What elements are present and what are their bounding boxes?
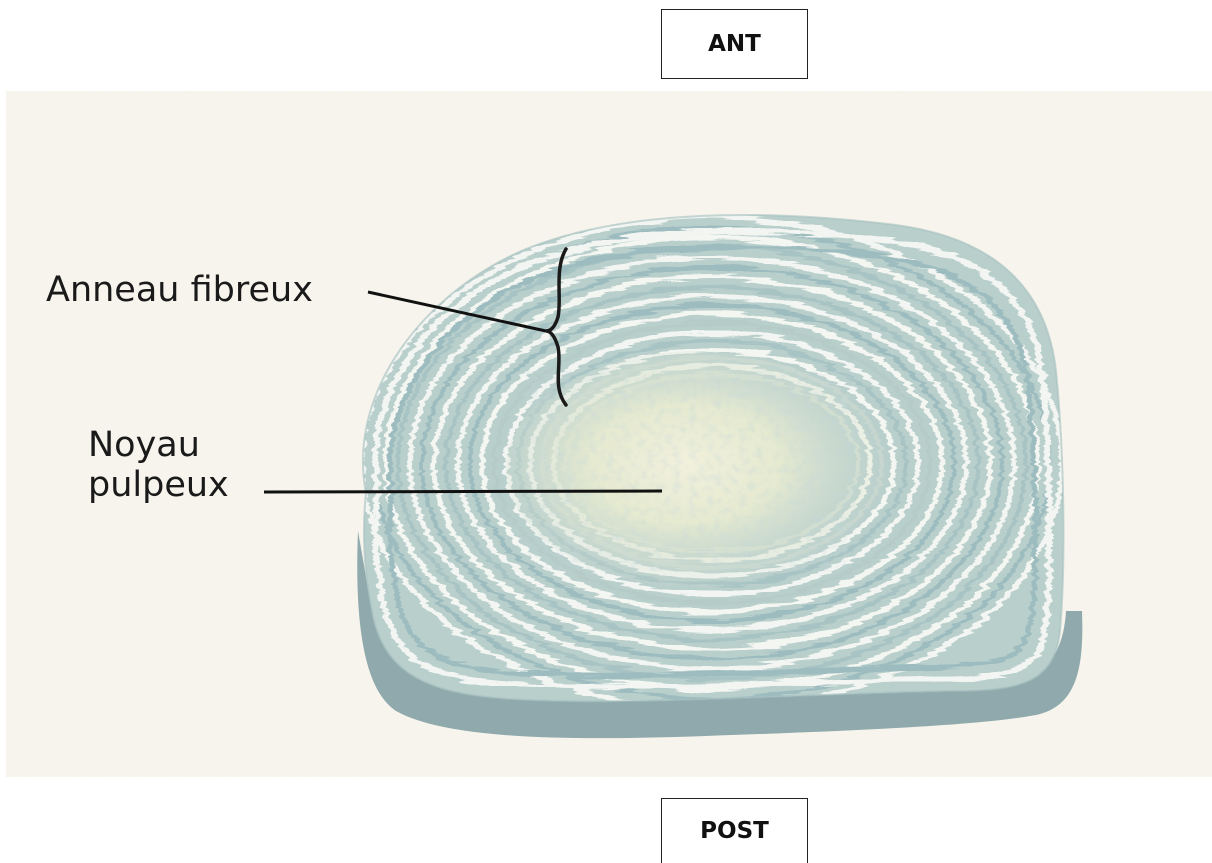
nucleus-label-line2: pulpeux [88,465,229,505]
posterior-label: POST [700,818,769,844]
nucleus-pulposus-label: Noyau pulpeux [88,425,229,506]
anterior-label: ANT [708,31,761,57]
annulus-fibrosus-label: Anneau fibreux [46,270,313,310]
nucleus-leader-line [264,491,662,492]
anterior-label-box: ANT [661,9,808,79]
posterior-label-box: POST [661,798,808,863]
nucleus-label-line1: Noyau [88,425,229,465]
